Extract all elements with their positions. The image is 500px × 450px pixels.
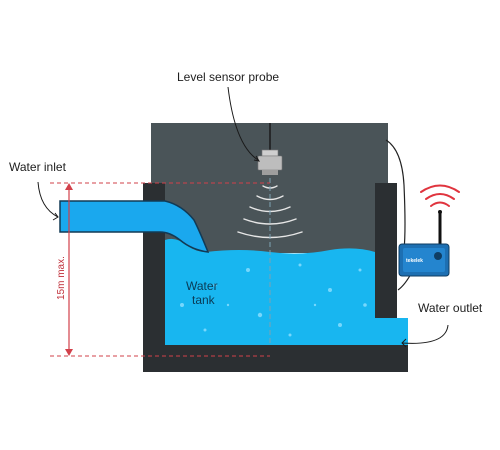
max-height-guides (50, 182, 270, 357)
outlet-leader (401, 324, 449, 344)
max-height-label: 15m max. (56, 256, 67, 300)
outlet-label: Water outlet (418, 301, 483, 315)
max-height-arrow (65, 183, 73, 356)
transmitter-device-icon: tekelek (398, 243, 450, 277)
tank-floor (143, 345, 408, 372)
probe-leader-arrow (253, 155, 261, 162)
inlet-leader (37, 181, 59, 218)
sensor-probe-icon (257, 149, 283, 175)
inlet-pipe (59, 200, 210, 253)
probe-label: Level sensor probe (177, 70, 279, 84)
water-body (165, 238, 406, 345)
sound-waves (237, 185, 303, 239)
right-wall (375, 183, 397, 318)
wifi-signal-icon (420, 184, 460, 207)
inlet-leader-arrow (52, 212, 59, 221)
left-wall-lower (143, 232, 165, 362)
inlet-label: Water inlet (9, 160, 67, 174)
tank-label-line2: tank (192, 293, 216, 307)
left-wall-upper (143, 183, 165, 201)
outlet-leader-arrow (401, 338, 407, 348)
antenna-icon (438, 210, 442, 246)
device-brand-label: tekelek (406, 258, 423, 264)
probe-leader (227, 86, 259, 161)
outlet-pipe (375, 318, 408, 345)
tank-label-line1: Water (186, 279, 218, 293)
